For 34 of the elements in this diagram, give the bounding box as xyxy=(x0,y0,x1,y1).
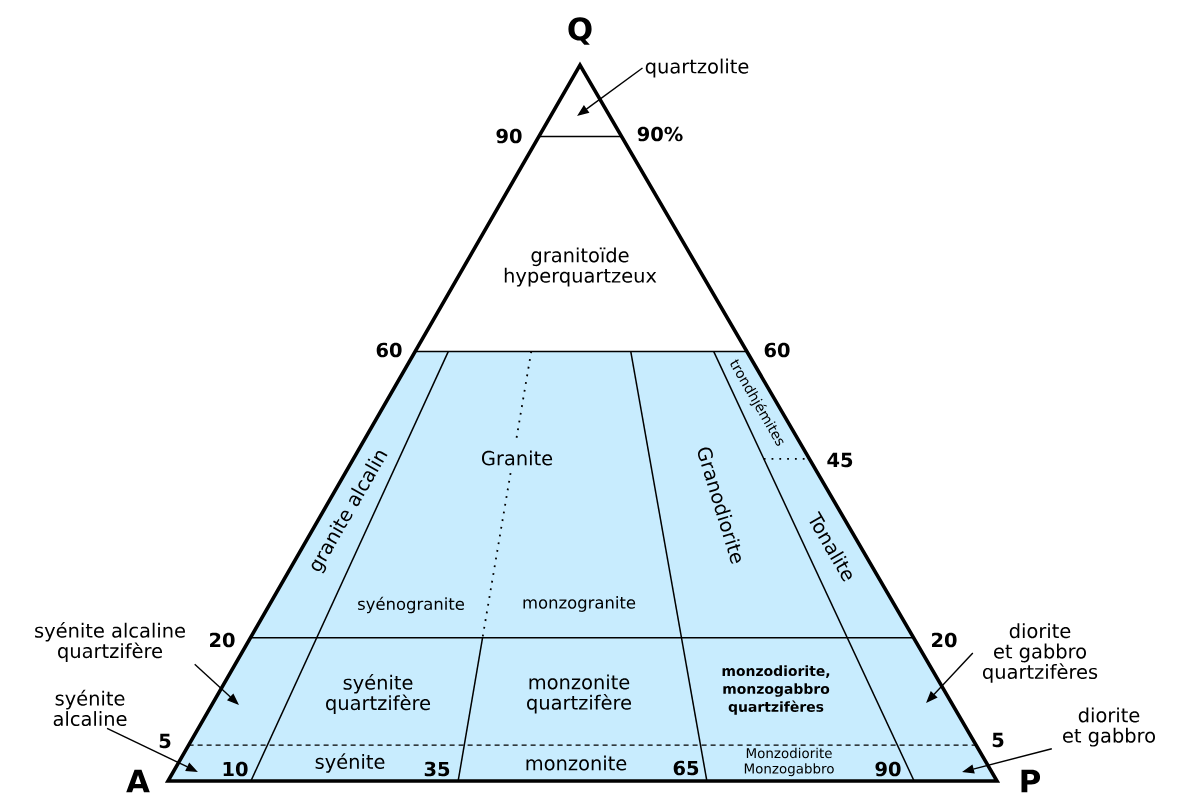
leader-arrow xyxy=(577,67,644,116)
field-label: monzogranite xyxy=(523,596,636,612)
field-label: monzonite xyxy=(526,755,627,771)
scale-value: 10 xyxy=(223,761,248,777)
field-label: Monzodiorite Monzogabbro xyxy=(744,747,834,777)
scale-value: 65 xyxy=(673,760,699,776)
callout-label: diorite et gabbro quartzifères xyxy=(983,623,1098,683)
scale-value: 20 xyxy=(932,632,957,648)
field-label: syénite xyxy=(315,753,385,773)
leader-arrow xyxy=(194,663,239,705)
field-label: syénogranite xyxy=(358,596,464,614)
callout-label: quartzolite xyxy=(645,58,749,78)
callout-label: syénite alcaline quartzifère xyxy=(35,622,185,662)
scale-value: 5 xyxy=(992,732,1004,748)
leader-arrow xyxy=(926,652,974,703)
field-label: syénite quartzifère xyxy=(326,674,431,714)
field-label: monzonite quartzifère xyxy=(527,674,631,714)
scale-value: 5 xyxy=(159,733,171,749)
vertex-label: Q xyxy=(568,17,592,45)
vertex-label: P xyxy=(1021,769,1041,793)
vertex-label: A xyxy=(126,769,150,793)
scale-value: 90 xyxy=(875,761,901,777)
scale-value: 60 xyxy=(376,342,402,358)
callout-label: syénite alcaline xyxy=(53,689,127,727)
callout-label: diorite et gabbro xyxy=(1063,707,1155,747)
scale-value: 20 xyxy=(210,632,235,648)
scale-value: 60 xyxy=(764,342,790,358)
field-label: monzodiorite, monzogabbro quartzifères xyxy=(722,665,830,715)
field-label: Granite xyxy=(482,450,553,466)
scale-value: 90 xyxy=(496,128,522,144)
scale-value: 35 xyxy=(424,761,450,777)
field-label: granitoïde hyperquartzeux xyxy=(504,247,657,287)
scale-value: 45 xyxy=(827,452,853,468)
scale-value: 90% xyxy=(637,126,683,142)
